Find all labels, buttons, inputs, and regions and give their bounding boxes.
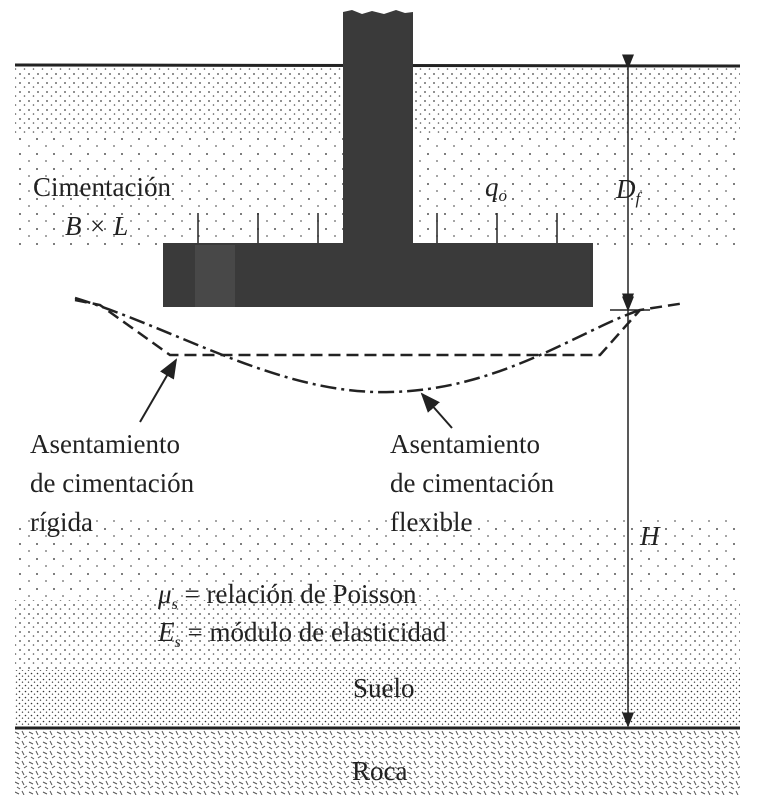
rock-hatch — [15, 730, 740, 795]
foundation-dims-label: B × L — [65, 211, 128, 241]
rigid-pointer-arrow — [139, 358, 178, 423]
poisson-label: μs = relación de Poisson — [157, 579, 417, 613]
flexible-pointer-arrow — [420, 392, 453, 429]
rigid-settlement-line — [74, 298, 686, 357]
flexible-settlement-line — [74, 296, 641, 394]
rigid-label-line3: rígida — [30, 507, 93, 537]
rigid-label-line1: Asentamiento — [30, 429, 180, 459]
column — [343, 10, 413, 245]
depth-label: Df — [615, 174, 643, 208]
load-ticks — [197, 213, 558, 243]
modulus-label: Es = módulo de elasticidad — [157, 617, 447, 651]
flexible-label-line3: flexible — [390, 507, 472, 537]
thickness-label: H — [639, 521, 661, 551]
flexible-label-line1: Asentamiento — [390, 429, 540, 459]
foundation-label: Cimentación — [33, 172, 171, 202]
rigid-label-line2: de cimentación — [30, 468, 195, 498]
rock-label: Roca — [352, 756, 407, 786]
flexible-label-line2: de cimentación — [390, 468, 555, 498]
soil-label: Suelo — [353, 673, 415, 703]
load-label: qo — [485, 172, 507, 205]
